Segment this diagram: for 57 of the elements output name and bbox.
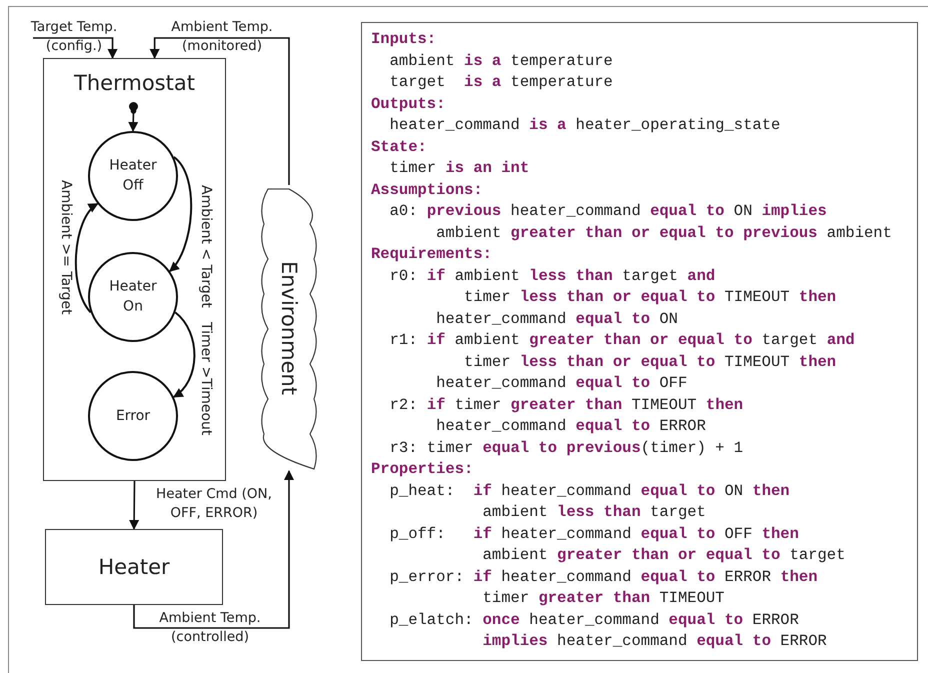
edge-label: Heater Cmd (ON, OFF, ERROR) bbox=[155, 485, 273, 523]
arrow bbox=[128, 108, 138, 132]
code-line: ambient greater than or equal to target bbox=[482, 545, 846, 566]
state-label: Heater Off bbox=[108, 156, 158, 196]
state-label: Heater On bbox=[108, 278, 158, 317]
code-line: r2: if timer greater than TIMEOUT then bbox=[388, 394, 744, 416]
state-circle bbox=[88, 371, 178, 461]
code-line: implies heater_command equal to ERROR bbox=[482, 631, 827, 652]
code-line: heater_command equal to ERROR bbox=[435, 416, 706, 437]
component-box bbox=[43, 58, 226, 481]
arrow bbox=[169, 156, 192, 272]
section-heading: Requirements: bbox=[371, 244, 492, 265]
code-line: heater_command equal to ON bbox=[435, 308, 678, 330]
edge-label: Target Temp. (config.) bbox=[30, 18, 118, 56]
section-heading: Properties: bbox=[371, 459, 474, 480]
input-arrow bbox=[32, 37, 118, 59]
arrow bbox=[129, 481, 140, 530]
section-heading: Inputs: bbox=[371, 29, 436, 50]
component-label: Heater bbox=[97, 554, 171, 581]
section-heading: State: bbox=[371, 136, 427, 158]
code-line: r3: timer equal to previous(timer) + 1 bbox=[388, 438, 744, 458]
initial-state-dot bbox=[129, 102, 138, 111]
code-line: a0: previous heater_command equal to ON implies bbox=[388, 201, 827, 222]
arrow bbox=[150, 37, 290, 185]
arrow bbox=[133, 470, 294, 629]
arrow bbox=[172, 312, 196, 398]
code-line: p_error: if heater_command equal to ERROR then bbox=[388, 566, 818, 588]
component-box bbox=[45, 529, 223, 605]
arrow bbox=[74, 202, 98, 313]
code-line: r1: if ambient greater than or equal to target and bbox=[388, 330, 855, 351]
code-line: target is a temperature bbox=[388, 72, 613, 93]
code-line: timer greater than TIMEOUT bbox=[482, 588, 724, 609]
state-circle bbox=[88, 252, 178, 342]
code-line: ambient less than target bbox=[482, 502, 706, 523]
state-circle bbox=[88, 131, 178, 221]
environment-label: Environment bbox=[277, 260, 301, 396]
component-label: Thermostat bbox=[73, 71, 196, 95]
edge-label: Ambient Temp. (controlled) bbox=[158, 609, 262, 647]
edge-label: Ambient >= Target bbox=[57, 180, 75, 315]
state-label: Error bbox=[114, 406, 152, 426]
code-line: p_elatch: once heater_command equal to ERROR bbox=[388, 610, 799, 630]
edge-label: Ambient Temp. (monitored) bbox=[170, 18, 274, 56]
section-heading: Outputs: bbox=[371, 94, 446, 114]
code-line: heater_command equal to OFF bbox=[435, 373, 688, 394]
section-heading: Assumptions: bbox=[371, 180, 483, 200]
code-line: p_off: if heater_command equal to OFF then bbox=[388, 524, 799, 544]
code-line: ambient is a temperature bbox=[388, 50, 613, 72]
code-line: timer is an int bbox=[388, 158, 530, 179]
code-line: heater_command is a heater_operating_state bbox=[388, 115, 780, 136]
code-line: r0: if ambient less than target and bbox=[388, 266, 716, 286]
code-line: timer less than or equal to TIMEOUT then bbox=[463, 352, 836, 372]
edge-label: Timer >Timeout bbox=[197, 322, 215, 436]
code-line: ambient greater than or equal to previous ambient bbox=[435, 222, 892, 244]
code-line: p_heat: if heater_command equal to ON then bbox=[388, 480, 790, 502]
edge-label: Ambient < Target bbox=[197, 185, 215, 308]
code-line: timer less than or equal to TIMEOUT then bbox=[463, 287, 836, 308]
code-panel bbox=[361, 22, 918, 661]
